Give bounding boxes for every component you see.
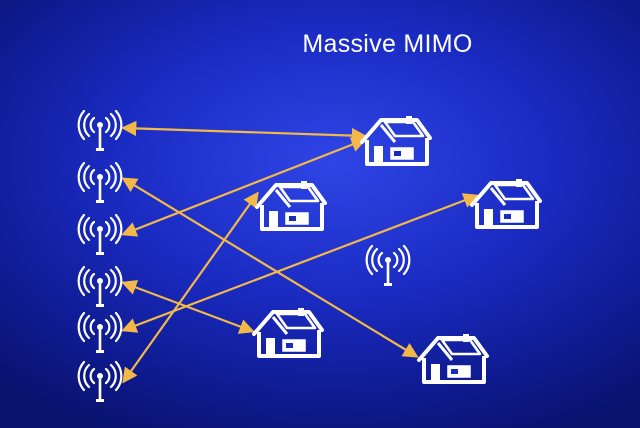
link-antenna-2-house-5 <box>121 177 419 358</box>
house-icon <box>360 114 432 166</box>
links-group <box>120 120 479 384</box>
house-group <box>252 114 542 384</box>
house-icon <box>470 177 542 229</box>
antenna-column <box>77 109 123 404</box>
antenna-icon <box>77 265 123 309</box>
antenna-icon <box>77 161 123 205</box>
antenna-icon <box>77 311 123 355</box>
antenna-icon <box>77 360 123 404</box>
house-icon <box>417 332 489 384</box>
link-antenna-1-house-1 <box>120 120 368 144</box>
link-antenna-3-house-1 <box>121 137 367 237</box>
base-station-icon <box>365 244 411 288</box>
house-icon <box>255 179 327 231</box>
slide-title: Massive MIMO <box>302 30 473 58</box>
antenna-icon <box>77 213 123 257</box>
house-icon <box>252 306 324 358</box>
link-antenna-6-house-2 <box>122 191 259 384</box>
antenna-icon <box>77 109 123 153</box>
